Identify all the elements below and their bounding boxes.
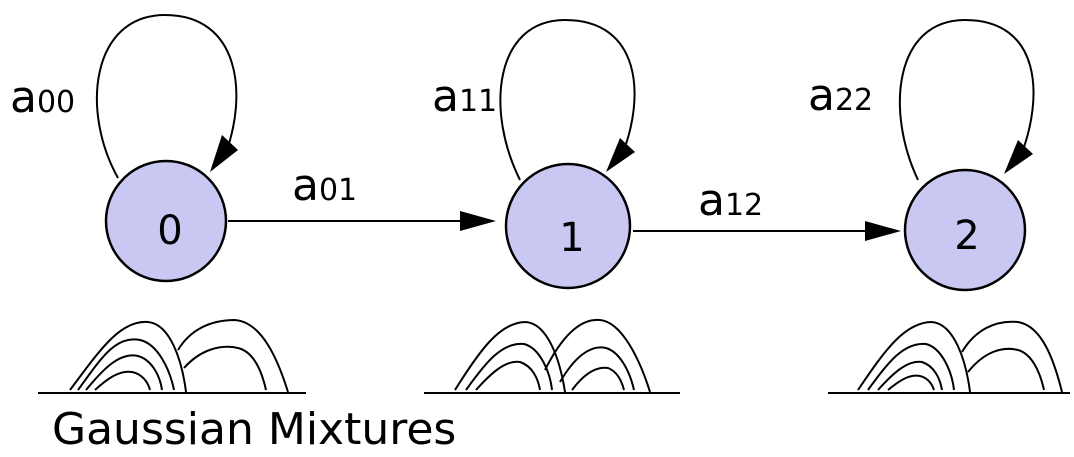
mixture-curve-1-c [475,360,541,391]
self-loop-arrowhead-1 [606,138,635,172]
self-loop-label-1: a11 [432,71,497,122]
self-loop-path-1 [499,18,636,181]
mixture-curve-2-c [877,360,943,391]
gaussian-mixture-1 [424,318,680,394]
state-label-2: 2 [954,213,979,259]
self-loop-label-0: a00 [10,72,75,123]
mixture-curve-2-d [887,374,935,391]
transition-0-1 [228,211,496,231]
self-loop-path-2 [898,18,1035,181]
self-loop-arrowhead-2 [1004,140,1033,174]
state-circle-1 [504,162,632,290]
state-1: 1 [504,162,632,290]
gaussian-mixture-0 [38,318,306,394]
transition-label-main-1-2: a [698,175,725,226]
mixture-curve-0-f [183,345,267,391]
caption: Gaussian Mixtures [52,404,456,455]
mixture-curve-2-f [967,347,1045,391]
transition-arrowhead-1-2 [865,221,901,241]
state-2: 2 [903,168,1027,292]
state-label-0: 0 [157,208,182,254]
mixture-curve-1-e [559,346,635,391]
state-circle-2 [903,168,1027,292]
self-loop-arrowhead-0 [210,135,238,172]
mixture-curve-1-b [465,342,553,391]
transition-1-2 [633,221,901,241]
self-loop-label-sub-2: 22 [835,83,873,118]
self-loop-0 [95,13,238,179]
transition-label-sub-0-1: 01 [319,173,357,208]
self-loop-path-0 [95,13,238,179]
transition-label-main-0-1: a [292,160,319,211]
mixture-curve-2-a [857,320,971,393]
mixture-curve-1-a [454,320,566,393]
state-label-1: 1 [559,215,584,261]
mixture-curve-2-b [867,342,955,391]
self-loop-label-sub-1: 11 [459,84,497,119]
self-loop-label-main-0: a [10,72,37,123]
transition-label-1-2: a12 [698,175,763,226]
mixture-curve-0-c [85,354,163,391]
mixture-curve-1-f [571,366,625,391]
self-loop-label-2: a22 [808,70,873,121]
mixture-curve-2-e [961,320,1063,393]
mixture-curve-0-a [69,320,187,393]
mixture-curve-0-d [94,370,151,391]
gaussian-mixture-2 [828,320,1070,394]
self-loop-2 [898,18,1035,181]
self-loop-label-main-1: a [432,71,459,122]
self-loop-label-main-2: a [808,70,835,121]
mixture-curve-1-d [544,318,651,393]
transition-label-sub-1-2: 12 [725,188,763,223]
transition-arrowhead-0-1 [460,211,496,231]
transition-label-0-1: a01 [292,160,357,211]
state-circle-0 [104,159,228,283]
self-loop-label-sub-0: 00 [37,85,75,120]
self-loop-1 [499,18,636,181]
mixture-curve-0-e [177,318,289,393]
mixture-curve-0-b [77,338,175,391]
state-0: 0 [104,159,228,283]
